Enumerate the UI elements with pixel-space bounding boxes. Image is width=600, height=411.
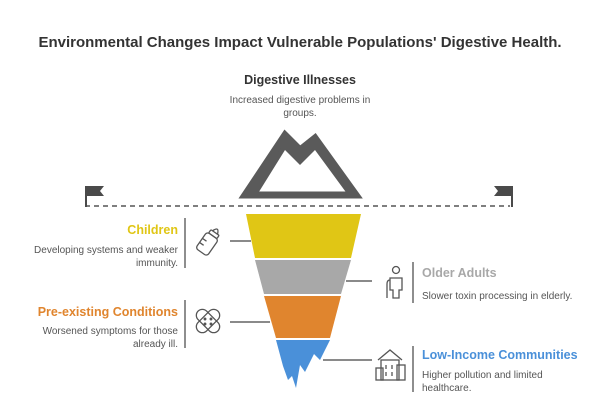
right-flag-icon: [494, 186, 513, 207]
pre-existing-label: Pre-existing Conditions: [37, 305, 178, 319]
segment-pre-existing: [264, 296, 341, 338]
left-flag-icon: [85, 186, 104, 207]
page-title: Environmental Changes Impact Vulnerable …: [38, 34, 562, 51]
peak-title: Digestive Illnesses: [244, 73, 356, 87]
bandage-icon: [195, 308, 221, 334]
low-income-label: Low-Income Communities: [422, 348, 578, 362]
older-adults-description: Slower toxin processing in elderly.: [422, 291, 573, 302]
elderly-person-icon: [386, 265, 403, 299]
neighborhood-icon: [375, 349, 406, 381]
low-income-description: Higher pollution and limited healthcare.: [422, 370, 543, 394]
children-description: Developing systems and weaker immunity.: [34, 245, 178, 269]
segment-children: [246, 214, 361, 258]
pre-existing-description: Worsened symptoms for those already ill.: [42, 326, 178, 350]
segment-low-income: [276, 340, 330, 388]
peak-description: Increased digestive problems in groups.: [229, 95, 371, 119]
children-label: Children: [127, 223, 178, 237]
segment-older-adults: [255, 260, 351, 294]
mountain-icon: [238, 129, 363, 199]
older-adults-label: Older Adults: [422, 266, 497, 280]
baby-bottle-icon: [196, 228, 220, 256]
